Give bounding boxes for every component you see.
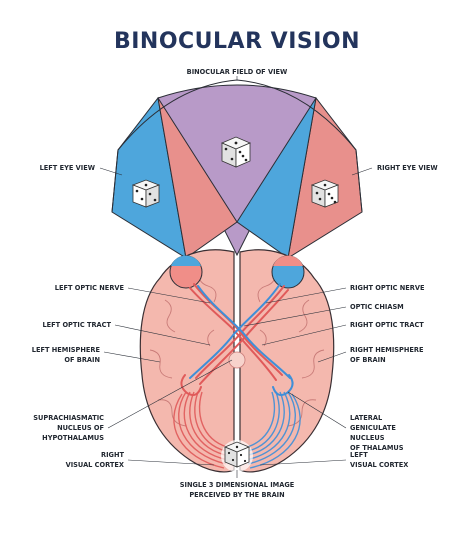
right-optic-radiation — [241, 391, 301, 469]
label-left-optic-tract: LEFT OPTIC TRACT — [42, 321, 111, 329]
dice-left-icon — [131, 179, 161, 208]
leader-lines — [99, 76, 373, 478]
left-eye — [169, 255, 203, 289]
label-left-eye-view: LEFT EYE VIEW — [40, 164, 96, 172]
right-eye — [271, 255, 305, 289]
left-eye-field-inner — [157, 97, 238, 259]
label-lateral-geniculate-line2: GENICULATE — [350, 424, 396, 432]
label-suprachiasmatic-line2: NUCLEUS OF — [57, 424, 104, 432]
label-lateral-geniculate-line4: OF THALAMUS — [350, 444, 404, 452]
label-right-eye-view: RIGHT EYE VIEW — [377, 164, 438, 172]
perceived-image-dice-icon — [221, 440, 253, 472]
label-right-optic-tract: RIGHT OPTIC TRACT — [350, 321, 424, 329]
dice-right-icon — [310, 179, 340, 208]
label-left-optic-nerve: LEFT OPTIC NERVE — [55, 284, 125, 292]
label-right-hemisphere-line1: RIGHT HEMISPHERE — [350, 346, 424, 354]
label-lateral-geniculate-line3: NUCLEUS — [350, 434, 385, 442]
visual-field-fan — [111, 79, 363, 260]
label-single-image-line1: SINGLE 3 DIMENSIONAL IMAGE — [180, 481, 295, 489]
page-title: BINOCULAR VISION — [114, 29, 360, 54]
label-lateral-geniculate-line1: LATERAL — [350, 414, 383, 422]
brainstem — [228, 351, 246, 369]
label-left-visual-cortex-line2: VISUAL CORTEX — [350, 461, 408, 469]
optic-pathways — [180, 283, 294, 396]
binocular-field-sector — [157, 84, 317, 257]
label-left-hemisphere-line2: OF BRAIN — [64, 356, 100, 364]
label-right-hemisphere-line2: OF BRAIN — [350, 356, 386, 364]
label-binocular-field: BINOCULAR FIELD OF VIEW — [187, 68, 288, 76]
label-left-hemisphere-line1: LEFT HEMISPHERE — [32, 346, 101, 354]
label-left-visual-cortex-line1: LEFT — [350, 451, 368, 459]
dice-center-icon — [220, 136, 252, 168]
label-suprachiasmatic-line3: HYPOTHALAMUS — [42, 434, 104, 442]
right-eye-field-inner — [236, 97, 317, 259]
label-suprachiasmatic-line1: SUPRACHIASMATIC — [33, 414, 104, 422]
label-right-optic-nerve: RIGHT OPTIC NERVE — [350, 284, 425, 292]
label-right-visual-cortex-line1: RIGHT — [101, 451, 124, 459]
label-single-image-line2: PERCEIVED BY THE BRAIN — [189, 491, 284, 499]
brain — [139, 249, 335, 473]
label-optic-chiasm: OPTIC CHIASM — [350, 303, 404, 311]
label-right-visual-cortex-line2: VISUAL CORTEX — [66, 461, 124, 469]
